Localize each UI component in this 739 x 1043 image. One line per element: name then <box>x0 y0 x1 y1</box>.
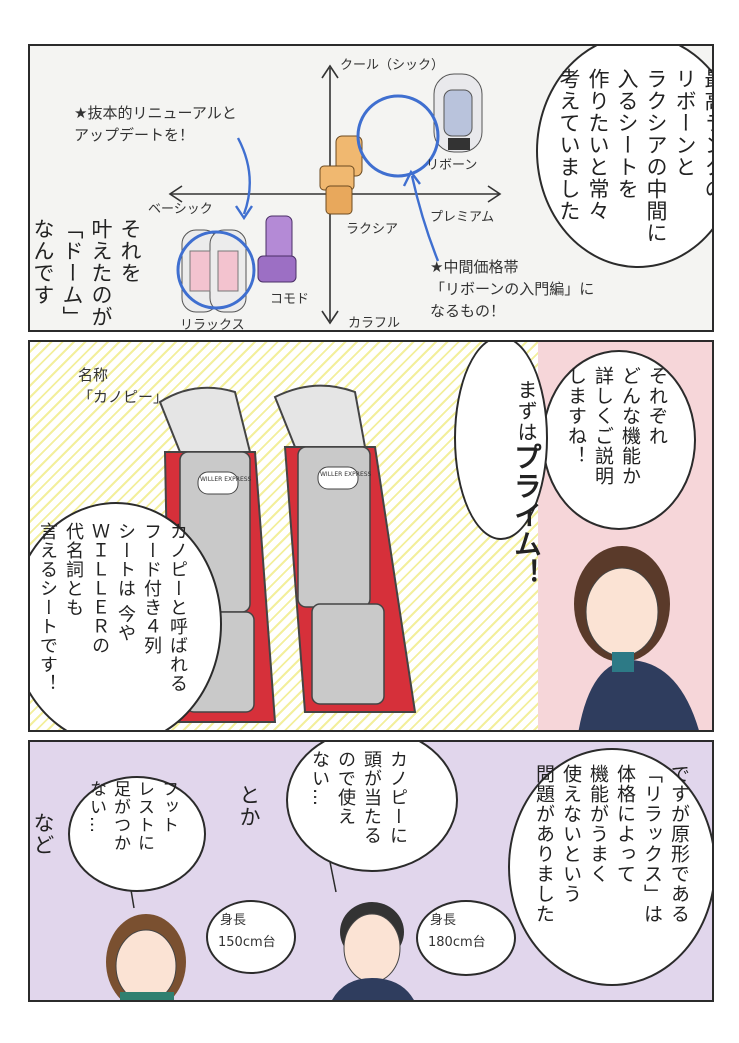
narration-bubble <box>536 46 712 268</box>
axis-label-top: クール（シック） <box>340 58 445 73</box>
note-mid-price: ★中間価格帯 「リボーンの入門編」に なるもの！ <box>430 258 595 320</box>
seat-label-reborn: リボーン <box>426 158 478 173</box>
presenter-woman-illustration <box>574 546 699 730</box>
seat-label-comodo: コモド <box>270 292 310 307</box>
speech-prime-name: プライム！ <box>510 442 543 588</box>
narration-text: 最高ランクの リボーンと ラクシアの中間に 入るシートを 作りたいと常々 考えて… <box>557 68 714 244</box>
speech-bubble-woman <box>68 776 206 892</box>
caption-dome: それを 叶えたのが 「ドーム」 なんです <box>31 218 142 328</box>
height-bubble-man <box>416 900 516 976</box>
height-value-man: 180cm台 <box>428 935 486 950</box>
axis-label-left: ベーシック <box>148 202 213 217</box>
panel-relax-problem: ですが原形である 「リラックス」は 体格によって 機能がうまく 使えないという … <box>28 740 714 1002</box>
seat-label-luxia: ラクシア <box>346 222 399 237</box>
headrest-brand-right: WILLER EXPRESS <box>320 471 372 478</box>
comodo-seat-illustration <box>257 215 297 283</box>
speech-explain: それぞれ どんな機能か 詳しくご説明 しますね！ <box>565 366 668 486</box>
canopy-label: 名称 「カノピー」 <box>78 366 169 406</box>
panel-seat-positioning: クール（シック） カラフル ベーシック プレミアム リボーン ラクシア コモド … <box>28 44 714 332</box>
height-bubble-woman <box>206 900 296 974</box>
woman-passenger-illustration <box>106 914 186 1000</box>
axis-label-right: プレミアム <box>430 210 495 225</box>
speech-man: カノピーに 頭が当たる ので使え ない… <box>309 750 408 845</box>
text-nado: など <box>31 812 55 856</box>
speech-relax-problem: ですが原形である 「リラックス」は 体格によって 機能がうまく 使えないという … <box>533 764 690 924</box>
luxia-seat-illustration <box>319 135 363 215</box>
positioning-map <box>168 64 502 325</box>
relax-seat-illustration <box>181 229 247 313</box>
man-passenger-illustration <box>332 902 414 1000</box>
height-label-woman: 身長 <box>220 913 247 928</box>
caption-bubble <box>30 502 222 730</box>
speech-bubble-prime <box>454 342 548 540</box>
speech-bubble-man <box>286 742 458 872</box>
headrest-brand-left: WILLER EXPRESS <box>200 476 252 483</box>
panel-prime-seat: 名称 「カノピー」 それぞれ どんな機能か 詳しくご説明 しますね！ まずはプラ… <box>28 340 714 732</box>
speech-prime-prefix: まずは <box>514 379 538 443</box>
text-toka: とか <box>237 784 261 828</box>
caption-canopy: カノピーと呼ばれる フード付き４列 シートは 今や ＷＩＬＬＥＲの 代名詞とも … <box>37 522 188 693</box>
passengers-illustration <box>106 861 414 1000</box>
height-label-man: 身長 <box>430 913 457 928</box>
height-value-woman: 150cm台 <box>218 935 276 950</box>
reborn-seat-illustration <box>433 73 483 153</box>
note-renewal: ★抜本的リニューアルと アップデートを！ <box>74 104 237 144</box>
speech-bubble-relax <box>508 748 712 986</box>
seat-label-relax: リラックス <box>180 318 245 332</box>
speech-woman: フット レストに 足がつか ない… <box>86 780 178 852</box>
axis-label-bottom: カラフル <box>348 316 401 331</box>
speech-prime: まずはプライム！ <box>482 350 570 587</box>
